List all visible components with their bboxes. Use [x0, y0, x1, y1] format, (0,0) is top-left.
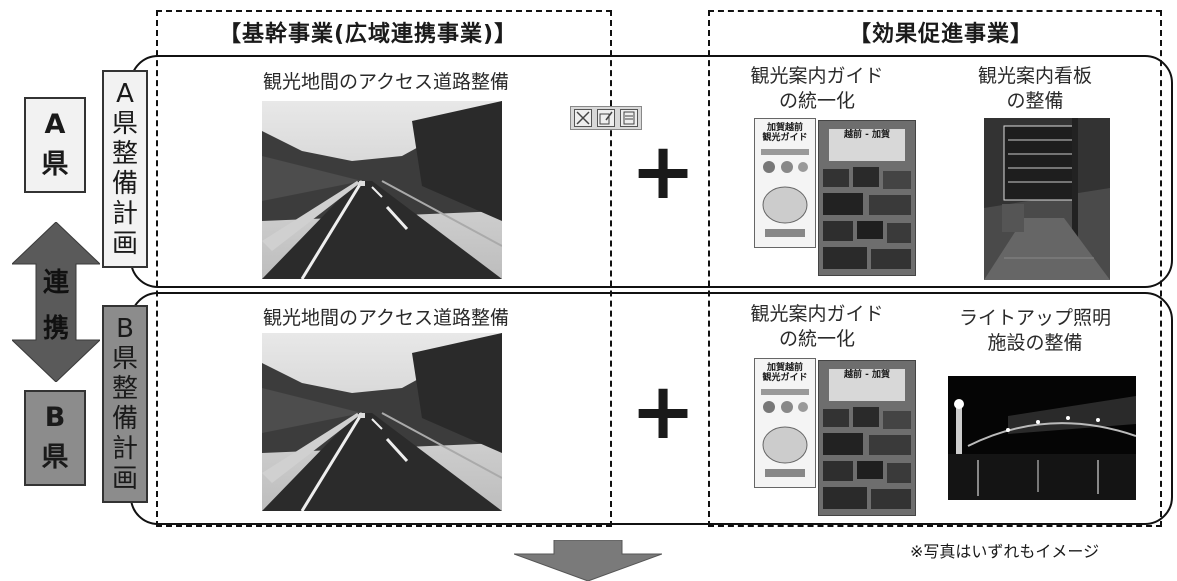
- plan-a-char: 備: [111, 169, 138, 199]
- row-b-plus-sign: +: [630, 367, 696, 457]
- row-b-lighting-photo: [948, 376, 1136, 500]
- row-b-guide-caption: 観光案内ガイド の統一化: [742, 302, 892, 352]
- row-b-road-caption: 観光地間のアクセス道路整備: [262, 307, 510, 329]
- plan-b-char: 県: [111, 344, 138, 374]
- edit-image-icon[interactable]: [597, 109, 615, 127]
- row-a-guide-caption-line2: の統一化: [778, 90, 855, 112]
- row-b-guide-brochure: 加賀越前 観光ガイド 越前 - 加賀: [754, 358, 916, 516]
- image-disclaimer-note: ※写真はいずれもイメージ: [910, 542, 1100, 561]
- row-b-light-caption-line2: 施設の整備: [987, 332, 1083, 354]
- plan-b-char: 整: [111, 374, 138, 404]
- plan-b-box: B 県 整 備 計 画: [102, 305, 148, 503]
- effect-project-header: 【効果促進事業】: [845, 16, 1038, 48]
- row-a-guide-caption-line1: 観光案内ガイド: [750, 65, 884, 87]
- plan-a-char: A: [116, 79, 134, 109]
- brochure-left-title-2: 観光ガイド: [762, 373, 808, 383]
- row-b-light-caption: ライトアップ照明 施設の整備: [945, 306, 1125, 356]
- plan-a-char: 県: [111, 109, 138, 139]
- prefecture-a-box: A 県: [24, 97, 86, 193]
- plan-b-char: B: [116, 314, 134, 344]
- prefecture-a-letter: A: [44, 109, 66, 140]
- row-a-guide-caption: 観光案内ガイド の統一化: [742, 64, 892, 114]
- link-char-1: 連: [42, 268, 69, 298]
- prefecture-a-kanji: 県: [41, 149, 69, 180]
- down-arrow-icon: [514, 540, 662, 581]
- core-project-header: 【基幹事業(広域連携事業)】: [215, 16, 522, 48]
- plan-b-char: 備: [111, 404, 138, 434]
- plan-b-char: 画: [111, 464, 138, 494]
- brochure-right-title: 越前 - 加賀: [843, 130, 890, 140]
- row-b-guide-caption-line1: 観光案内ガイド: [750, 303, 884, 325]
- row-a-guide-brochure: 加賀越前 観光ガイド 越前 - 加賀: [754, 118, 916, 276]
- row-a-sign-photo: [984, 118, 1110, 280]
- prefecture-b-letter: B: [44, 402, 66, 433]
- image-toolbar[interactable]: [570, 106, 642, 130]
- plan-a-char: 計: [111, 199, 138, 229]
- row-a-sign-caption-line1: 観光案内看板: [977, 65, 1092, 87]
- brochure-left-title-2: 観光ガイド: [762, 133, 808, 143]
- close-image-icon[interactable]: [574, 109, 592, 127]
- prefecture-b-kanji: 県: [41, 442, 69, 473]
- row-a-road-caption: 観光地間のアクセス道路整備: [262, 71, 510, 93]
- link-char-2: 携: [42, 314, 69, 344]
- prefecture-b-box: B 県: [24, 390, 86, 486]
- row-a-plus-sign: +: [630, 127, 696, 217]
- row-b-light-caption-line1: ライトアップ照明: [958, 307, 1111, 329]
- plan-b-char: 計: [111, 434, 138, 464]
- brochure-right-title: 越前 - 加賀: [843, 370, 890, 380]
- link-double-arrow: 連 携: [12, 222, 100, 382]
- row-a-sign-caption-line2: の整備: [1006, 90, 1064, 112]
- plan-a-char: 画: [111, 229, 138, 259]
- plan-a-char: 整: [111, 139, 138, 169]
- double-arrow-icon: [12, 222, 100, 382]
- row-b-road-photo: [262, 333, 502, 511]
- row-b-guide-caption-line2: の統一化: [778, 328, 855, 350]
- brochure-left-title-1: 加賀越前: [766, 363, 803, 373]
- down-arrow: [514, 540, 662, 581]
- row-a-sign-caption: 観光案内看板 の整備: [955, 64, 1115, 114]
- row-a-road-photo: [262, 101, 502, 279]
- properties-icon[interactable]: [620, 109, 638, 127]
- brochure-left-title-1: 加賀越前: [766, 123, 803, 133]
- plan-a-box: A 県 整 備 計 画: [102, 70, 148, 268]
